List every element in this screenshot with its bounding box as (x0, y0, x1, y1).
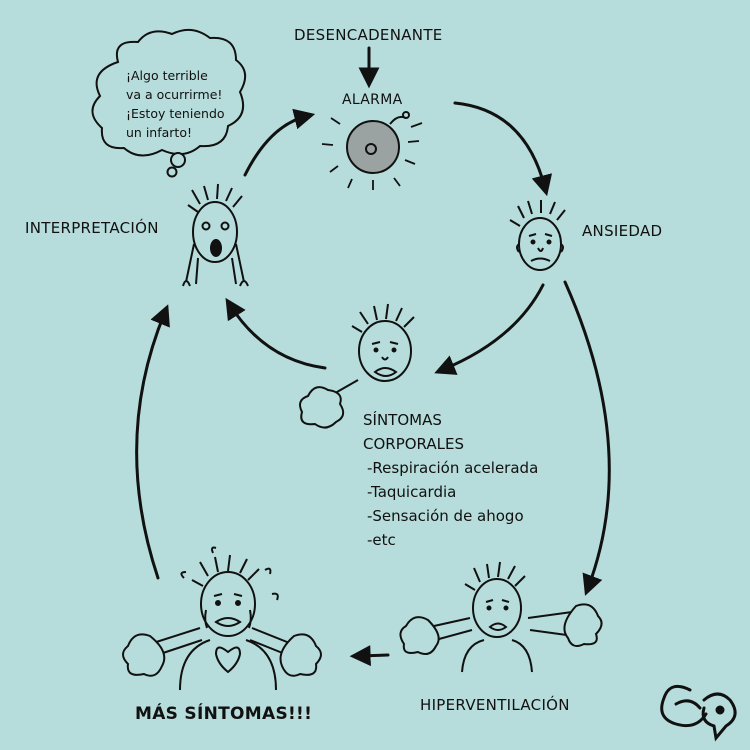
arrow-anxiety-to-symptoms (434, 283, 545, 375)
body-symptoms-block: SÍNTOMAS CORPORALES -Respiración acelera… (363, 408, 538, 552)
brain-logo-icon (660, 684, 737, 742)
breath-puff-icon (399, 616, 473, 655)
breath-puff-icon (122, 627, 203, 677)
symptoms-title: SÍNTOMAS (363, 411, 442, 429)
symptom-item: -Taquicardia (367, 483, 457, 501)
thought-cloud-icon (91, 28, 247, 178)
interpretation-label: INTERPRETACIÓN (25, 219, 159, 237)
hyperventilating-person-icon (461, 561, 533, 673)
arrow-symptoms-to-interpretation (225, 297, 327, 370)
arrow-interpretation-to-alarm (243, 108, 316, 177)
anxious-face-icon (509, 200, 566, 271)
alarm-icon (321, 111, 423, 190)
symptoms-title: CORPORALES (363, 435, 464, 453)
anxiety-label: ANSIEDAD (582, 222, 663, 240)
thought-line: un infarto! (126, 125, 192, 140)
hyperventilation-label: HIPERVENTILACIÓN (420, 696, 570, 714)
thought-line: va a ocurrirme! (126, 87, 223, 102)
symptoms-face-icon (351, 303, 415, 382)
trigger-label: DESENCADENANTE (294, 26, 443, 44)
thought-line: ¡Algo terrible (126, 68, 208, 83)
thought-text: ¡Algo terrible va a ocurrirme! ¡Estoy te… (126, 66, 225, 142)
arrow-anxiety-to-hyperventilation (563, 280, 611, 596)
breath-puff-icon (249, 627, 322, 677)
arrow-hyperventilation-to-more-symptoms (349, 645, 390, 667)
symptom-item: -Sensación de ahogo (367, 507, 524, 525)
breath-puff-icon (527, 603, 603, 647)
arrow-more-symptoms-to-interpretation (135, 304, 170, 580)
symptom-item: -etc (367, 531, 396, 549)
alarm-label: ALARMA (342, 92, 403, 108)
arrow-alarm-to-anxiety (453, 101, 553, 197)
thought-line: ¡Estoy teniendo (126, 106, 225, 121)
more-symptoms-label: MÁS SÍNTOMAS!!! (135, 704, 313, 724)
symptom-item: -Respiración acelerada (367, 459, 539, 477)
distressed-person-icon (179, 546, 279, 691)
breath-puff-icon (299, 379, 359, 429)
screaming-face-icon (182, 183, 249, 287)
